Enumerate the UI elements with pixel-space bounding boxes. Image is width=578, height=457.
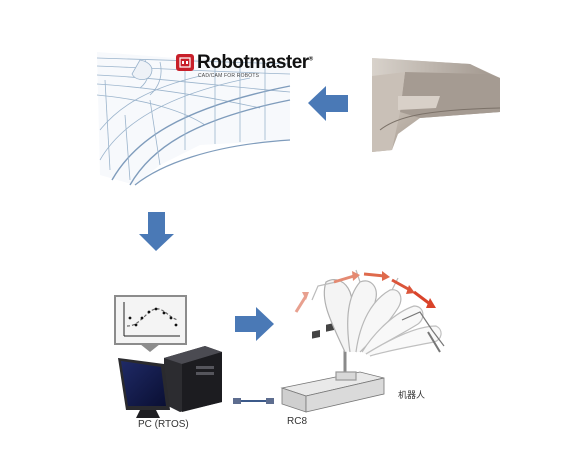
arrow-right-icon: [235, 307, 274, 341]
cad-wireframe-model: [96, 52, 291, 186]
brand-tagline: CAD/CAM FOR ROBOTS: [198, 73, 260, 79]
motion-arrow-icon: [294, 271, 436, 313]
metal-part-image: [372, 58, 501, 152]
brand-name: Robotmaster®: [197, 52, 313, 74]
robotmaster-logo-icon: [176, 54, 194, 71]
arrow-down-icon: [139, 212, 174, 251]
robot-label: 机器人: [398, 391, 426, 401]
chart-icon: [114, 295, 187, 352]
pc-workstation: [118, 346, 222, 418]
brand-name-text: Robotmaster: [197, 52, 309, 73]
arrow-left-icon: [308, 86, 348, 121]
pc-label: PC (RTOS): [138, 419, 189, 430]
controller-label: RC8: [287, 416, 308, 427]
cable-icon: [233, 398, 274, 404]
registered-mark: ®: [308, 56, 313, 63]
robot-arm-sweep: [311, 269, 445, 381]
